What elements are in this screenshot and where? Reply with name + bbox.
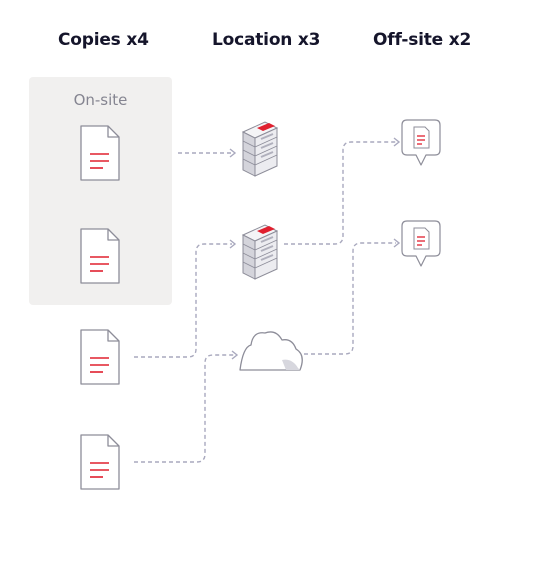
onsite-label: On-site [73, 91, 128, 109]
connectors [134, 141, 396, 463]
connector-doc4-cloud [134, 354, 234, 463]
document-icon [80, 125, 120, 181]
arrowheads [229, 137, 401, 360]
offsite-header: Off-site x2 [373, 30, 472, 50]
connector-building2-pin1 [284, 141, 396, 245]
location-header: Location x3 [212, 30, 321, 50]
map-pin-document-icon [401, 119, 441, 166]
building-icon [242, 224, 278, 280]
document-icon [80, 228, 120, 284]
building-icon [242, 121, 278, 177]
connector-cloud-pin2 [304, 242, 396, 355]
cloud-icon [239, 331, 303, 371]
document-icon [80, 434, 120, 490]
document-icon [80, 329, 120, 385]
map-pin-document-icon [401, 220, 441, 267]
connector-doc3-building2 [134, 243, 232, 358]
copies-header: Copies x4 [58, 30, 149, 50]
